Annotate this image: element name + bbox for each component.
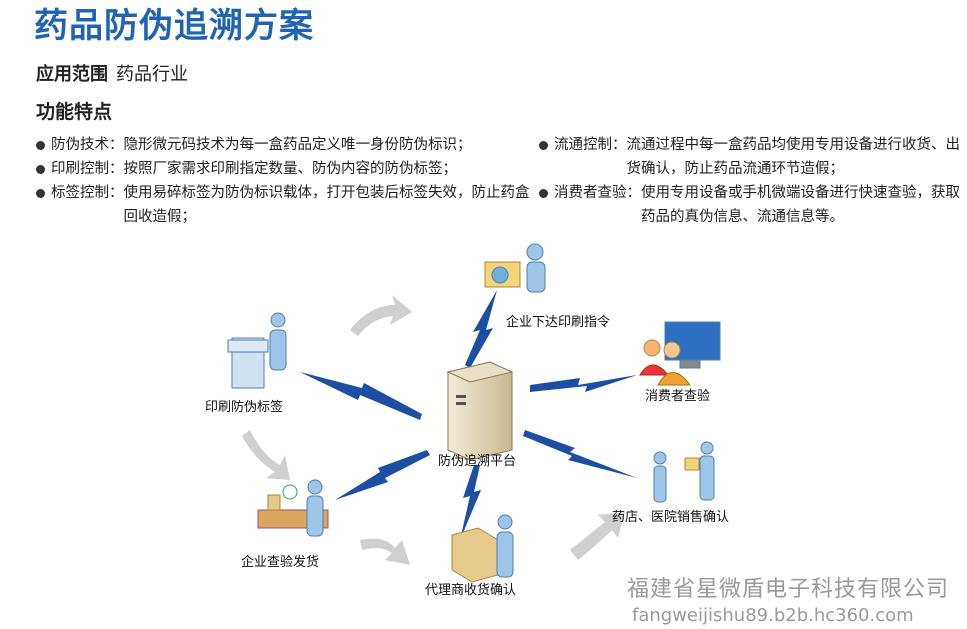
node-consumer-check: 消费者查验 <box>645 389 711 404</box>
feature-key: 标签控制： <box>51 185 124 201</box>
bullet-icon <box>539 189 548 198</box>
node-pharmacy-sale: 药店、医院销售确认 <box>612 510 730 525</box>
person-computer-icon <box>484 243 546 293</box>
features-left: 防伪技术：隐形微元码技术为每一盒药品定义唯一身份防伪标识； 印刷控制：按照厂家需… <box>36 133 531 229</box>
flow-arrows <box>242 295 625 565</box>
feature-value: 使用易碎标签为防伪标识载体，打开包装后标签失效，防止药盒回收造假； <box>123 185 530 225</box>
node-agent-receive: 代理商收货确认 <box>425 583 517 598</box>
feature-item: 防伪技术：隐形微元码技术为每一盒药品定义唯一身份防伪标识； <box>36 133 531 157</box>
bolt-icon <box>523 430 637 478</box>
feature-value: 按照厂家需求印刷指定数量、防伪内容的防伪标签； <box>123 161 458 177</box>
feature-value: 流通过程中每一盒药品均使用专用设备进行收货、出货确认，防止药品流通环节造假； <box>626 137 961 177</box>
node-inspection-shipping: 企业查验发货 <box>241 555 320 570</box>
flow-arrow-icon <box>242 430 290 480</box>
feature-key: 流通控制： <box>554 137 627 153</box>
node-label-printing: 印刷防伪标签 <box>205 400 284 415</box>
feature-item: 消费者查验：使用专用设备或手机微端设备进行快速查验，获取药品的真伪信息、流通信息… <box>539 181 967 229</box>
bullet-icon <box>36 141 45 150</box>
bolt-icon <box>300 372 422 420</box>
bolt-icon <box>530 375 637 392</box>
bullet-icon <box>539 141 548 150</box>
connection-bolts <box>300 290 637 540</box>
inspection-shipping-icon <box>257 479 329 537</box>
feature-key: 印刷控制： <box>51 161 124 177</box>
scope: 应用范围药品行业 <box>36 64 188 86</box>
watermark-url: fangweijishu89.b2b.hc360.com <box>632 605 914 626</box>
page-title: 药品防伪追溯方案 <box>34 6 314 46</box>
scope-label: 应用范围 <box>36 64 108 85</box>
scope-value: 药品行业 <box>116 64 188 85</box>
feature-value: 隐形微元码技术为每一盒药品定义唯一身份防伪标识； <box>123 137 472 153</box>
feature-value: 使用专用设备或手机微端设备进行快速查验，获取药品的真伪信息、流通信息等。 <box>641 185 960 225</box>
feature-item: 标签控制：使用易碎标签为防伪标识载体，打开包装后标签失效，防止药盒回收造假； <box>36 181 531 229</box>
node-print-order: 企业下达印刷指令 <box>506 315 611 330</box>
watermark-company: 福建省星微盾电子科技有限公司 <box>627 577 950 602</box>
features-heading: 功能特点 <box>36 101 113 123</box>
feature-item: 印刷控制：按照厂家需求印刷指定数量、防伪内容的防伪标签； <box>36 157 531 181</box>
feature-item: 流通控制：流通过程中每一盒药品均使用专用设备进行收货、出货确认，防止药品流通环节… <box>539 133 967 181</box>
bolt-icon <box>465 290 497 368</box>
bullet-icon <box>36 165 45 174</box>
feature-key: 消费者查验： <box>554 185 641 201</box>
bolt-icon <box>335 450 430 500</box>
server-icon <box>446 361 514 461</box>
features-right: 流通控制：流通过程中每一盒药品均使用专用设备进行收货、出货确认，防止药品流通环节… <box>539 133 967 229</box>
agent-receiving-icon <box>451 514 514 583</box>
flow-arrow-icon <box>570 512 625 560</box>
flow-arrow-icon <box>360 538 410 565</box>
consumer-icon <box>639 321 721 386</box>
bullet-icon <box>36 189 45 198</box>
bolt-icon <box>460 465 481 540</box>
pharmacy-icon <box>653 441 715 503</box>
flow-arrow-icon <box>350 295 412 336</box>
printer-person-icon <box>227 312 287 389</box>
feature-key: 防伪技术： <box>51 137 124 153</box>
center-platform-label: 防伪追溯平台 <box>438 454 517 469</box>
